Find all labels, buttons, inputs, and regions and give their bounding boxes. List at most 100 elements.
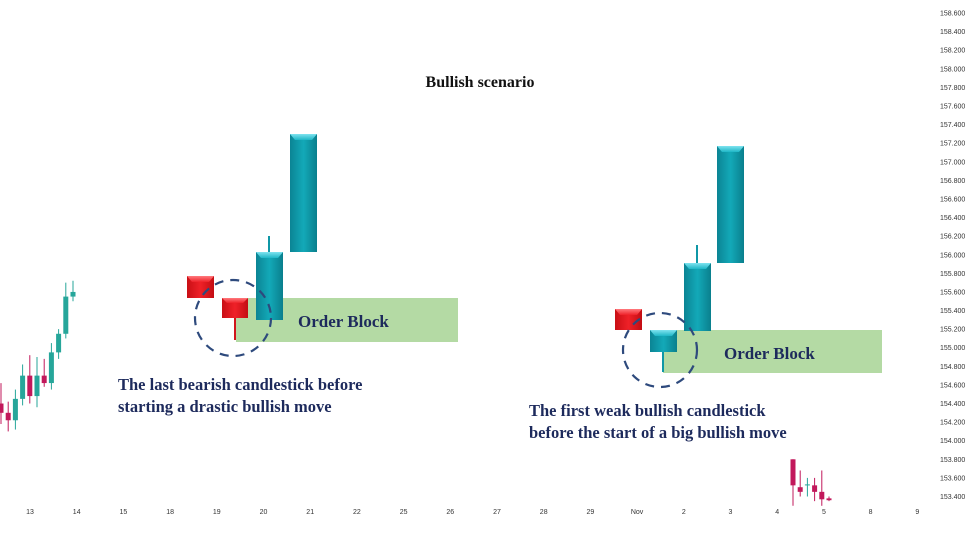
y-tick-label: 158.400 bbox=[940, 29, 965, 36]
highlight-circle bbox=[193, 278, 273, 358]
candlestick bbox=[804, 477, 810, 497]
y-tick-label: 155.200 bbox=[940, 327, 965, 334]
candlestick bbox=[0, 383, 4, 424]
y-tick-label: 155.000 bbox=[940, 345, 965, 352]
candlestick bbox=[819, 470, 825, 506]
candlestick bbox=[790, 459, 796, 506]
candlestick bbox=[826, 496, 832, 502]
bullish-candle bbox=[684, 245, 711, 331]
x-tick-label: 28 bbox=[540, 509, 548, 516]
y-tick-label: 157.200 bbox=[940, 141, 965, 148]
y-tick-label: 157.400 bbox=[940, 122, 965, 129]
candle-body bbox=[0, 403, 4, 413]
x-tick-label: 22 bbox=[353, 509, 361, 516]
order-block-bearish-candle bbox=[222, 298, 248, 340]
bearish-candle bbox=[615, 309, 642, 330]
y-tick-label: 157.600 bbox=[940, 103, 965, 110]
candlestick bbox=[70, 280, 76, 302]
left-candlesticks bbox=[0, 280, 76, 432]
candle-body bbox=[34, 375, 40, 397]
y-tick-label: 153.400 bbox=[940, 494, 965, 501]
candlestick bbox=[12, 389, 18, 430]
candle-body bbox=[12, 398, 18, 421]
candlestick bbox=[20, 364, 26, 406]
y-tick-label: 156.000 bbox=[940, 252, 965, 259]
y-tick-label: 154.600 bbox=[940, 382, 965, 389]
order-block-label: Order Block bbox=[298, 312, 389, 331]
candle-body bbox=[63, 296, 69, 334]
candle-body bbox=[41, 375, 47, 384]
y-tick-label: 156.200 bbox=[940, 234, 965, 241]
annotation-line-2: starting a drastic bullish move bbox=[118, 397, 332, 416]
y-tick-label: 155.600 bbox=[940, 289, 965, 296]
y-tick-label: 155.400 bbox=[940, 308, 965, 315]
x-tick-label: 21 bbox=[306, 509, 314, 516]
y-tick-label: 155.800 bbox=[940, 271, 965, 278]
y-tick-label: 156.400 bbox=[940, 215, 965, 222]
x-tick-label: 19 bbox=[213, 509, 221, 516]
candle-body bbox=[20, 375, 26, 399]
x-tick-label: 2 bbox=[682, 509, 686, 516]
big-bullish-candle bbox=[290, 134, 317, 252]
x-tick-label: 18 bbox=[166, 509, 174, 516]
x-tick-label: 25 bbox=[400, 509, 408, 516]
x-tick-label: 15 bbox=[120, 509, 128, 516]
big-bullish-candle bbox=[717, 146, 744, 263]
candlestick bbox=[27, 355, 33, 404]
price-axis: 153.400 153.600 153.800 154.000 154.200 154.4… bbox=[940, 11, 965, 502]
candle-body bbox=[804, 484, 810, 486]
x-tick-label: 29 bbox=[587, 509, 595, 516]
x-tick-label: 13 bbox=[26, 509, 34, 516]
annotation-line-1: The first weak bullish candlestick bbox=[529, 401, 766, 420]
candle-body bbox=[826, 498, 832, 501]
order-block-zone bbox=[663, 330, 882, 373]
order-block-label: Order Block bbox=[724, 344, 815, 363]
x-tick-label: 5 bbox=[822, 509, 826, 516]
diagram-first-weak-bullish: Order Block The first weak bullish candl… bbox=[529, 146, 882, 442]
candlestick bbox=[34, 357, 40, 408]
chart-title: Bullish scenario bbox=[426, 74, 535, 91]
candlestick bbox=[5, 401, 11, 432]
y-tick-label: 154.200 bbox=[940, 420, 965, 427]
annotation-line-1: The last bearish candlestick before bbox=[118, 375, 362, 394]
x-tick-label: 4 bbox=[775, 509, 779, 516]
right-candlesticks bbox=[790, 459, 832, 506]
y-tick-label: 153.600 bbox=[940, 475, 965, 482]
y-tick-label: 157.800 bbox=[940, 85, 965, 92]
y-tick-label: 153.800 bbox=[940, 457, 965, 464]
y-tick-label: 154.400 bbox=[940, 401, 965, 408]
candle-body bbox=[819, 491, 825, 500]
candle-body bbox=[790, 459, 796, 486]
candlestick bbox=[56, 329, 62, 359]
candle-body bbox=[56, 333, 62, 353]
bearish-candle bbox=[187, 276, 214, 298]
candlestick bbox=[797, 470, 803, 497]
x-tick-label: 14 bbox=[73, 509, 81, 516]
order-block-weak-bullish-candle bbox=[650, 330, 677, 372]
y-tick-label: 158.200 bbox=[940, 48, 965, 55]
y-tick-label: 157.000 bbox=[940, 159, 965, 166]
highlight-circle bbox=[621, 311, 699, 389]
x-tick-label: 20 bbox=[260, 509, 268, 516]
candlestick bbox=[812, 477, 818, 502]
y-tick-label: 158.000 bbox=[940, 66, 965, 73]
candle-body bbox=[5, 412, 11, 421]
annotation-line-2: before the start of a big bullish move bbox=[529, 423, 787, 442]
y-tick-label: 156.600 bbox=[940, 196, 965, 203]
candlestick bbox=[41, 358, 47, 387]
candle-body bbox=[797, 487, 803, 492]
x-tick-label: 3 bbox=[729, 509, 733, 516]
diagram-last-bearish: Order Block The last bearish candlestick… bbox=[118, 134, 458, 416]
candlestick bbox=[63, 282, 69, 339]
y-tick-label: 154.800 bbox=[940, 364, 965, 371]
y-tick-label: 154.000 bbox=[940, 438, 965, 445]
candle-body bbox=[27, 375, 33, 397]
x-tick-label: 8 bbox=[869, 509, 873, 516]
candle-body bbox=[48, 352, 54, 384]
x-tick-label: Nov bbox=[631, 509, 644, 516]
x-tick-label: 26 bbox=[446, 509, 454, 516]
y-tick-label: 156.800 bbox=[940, 178, 965, 185]
x-tick-label: 27 bbox=[493, 509, 501, 516]
